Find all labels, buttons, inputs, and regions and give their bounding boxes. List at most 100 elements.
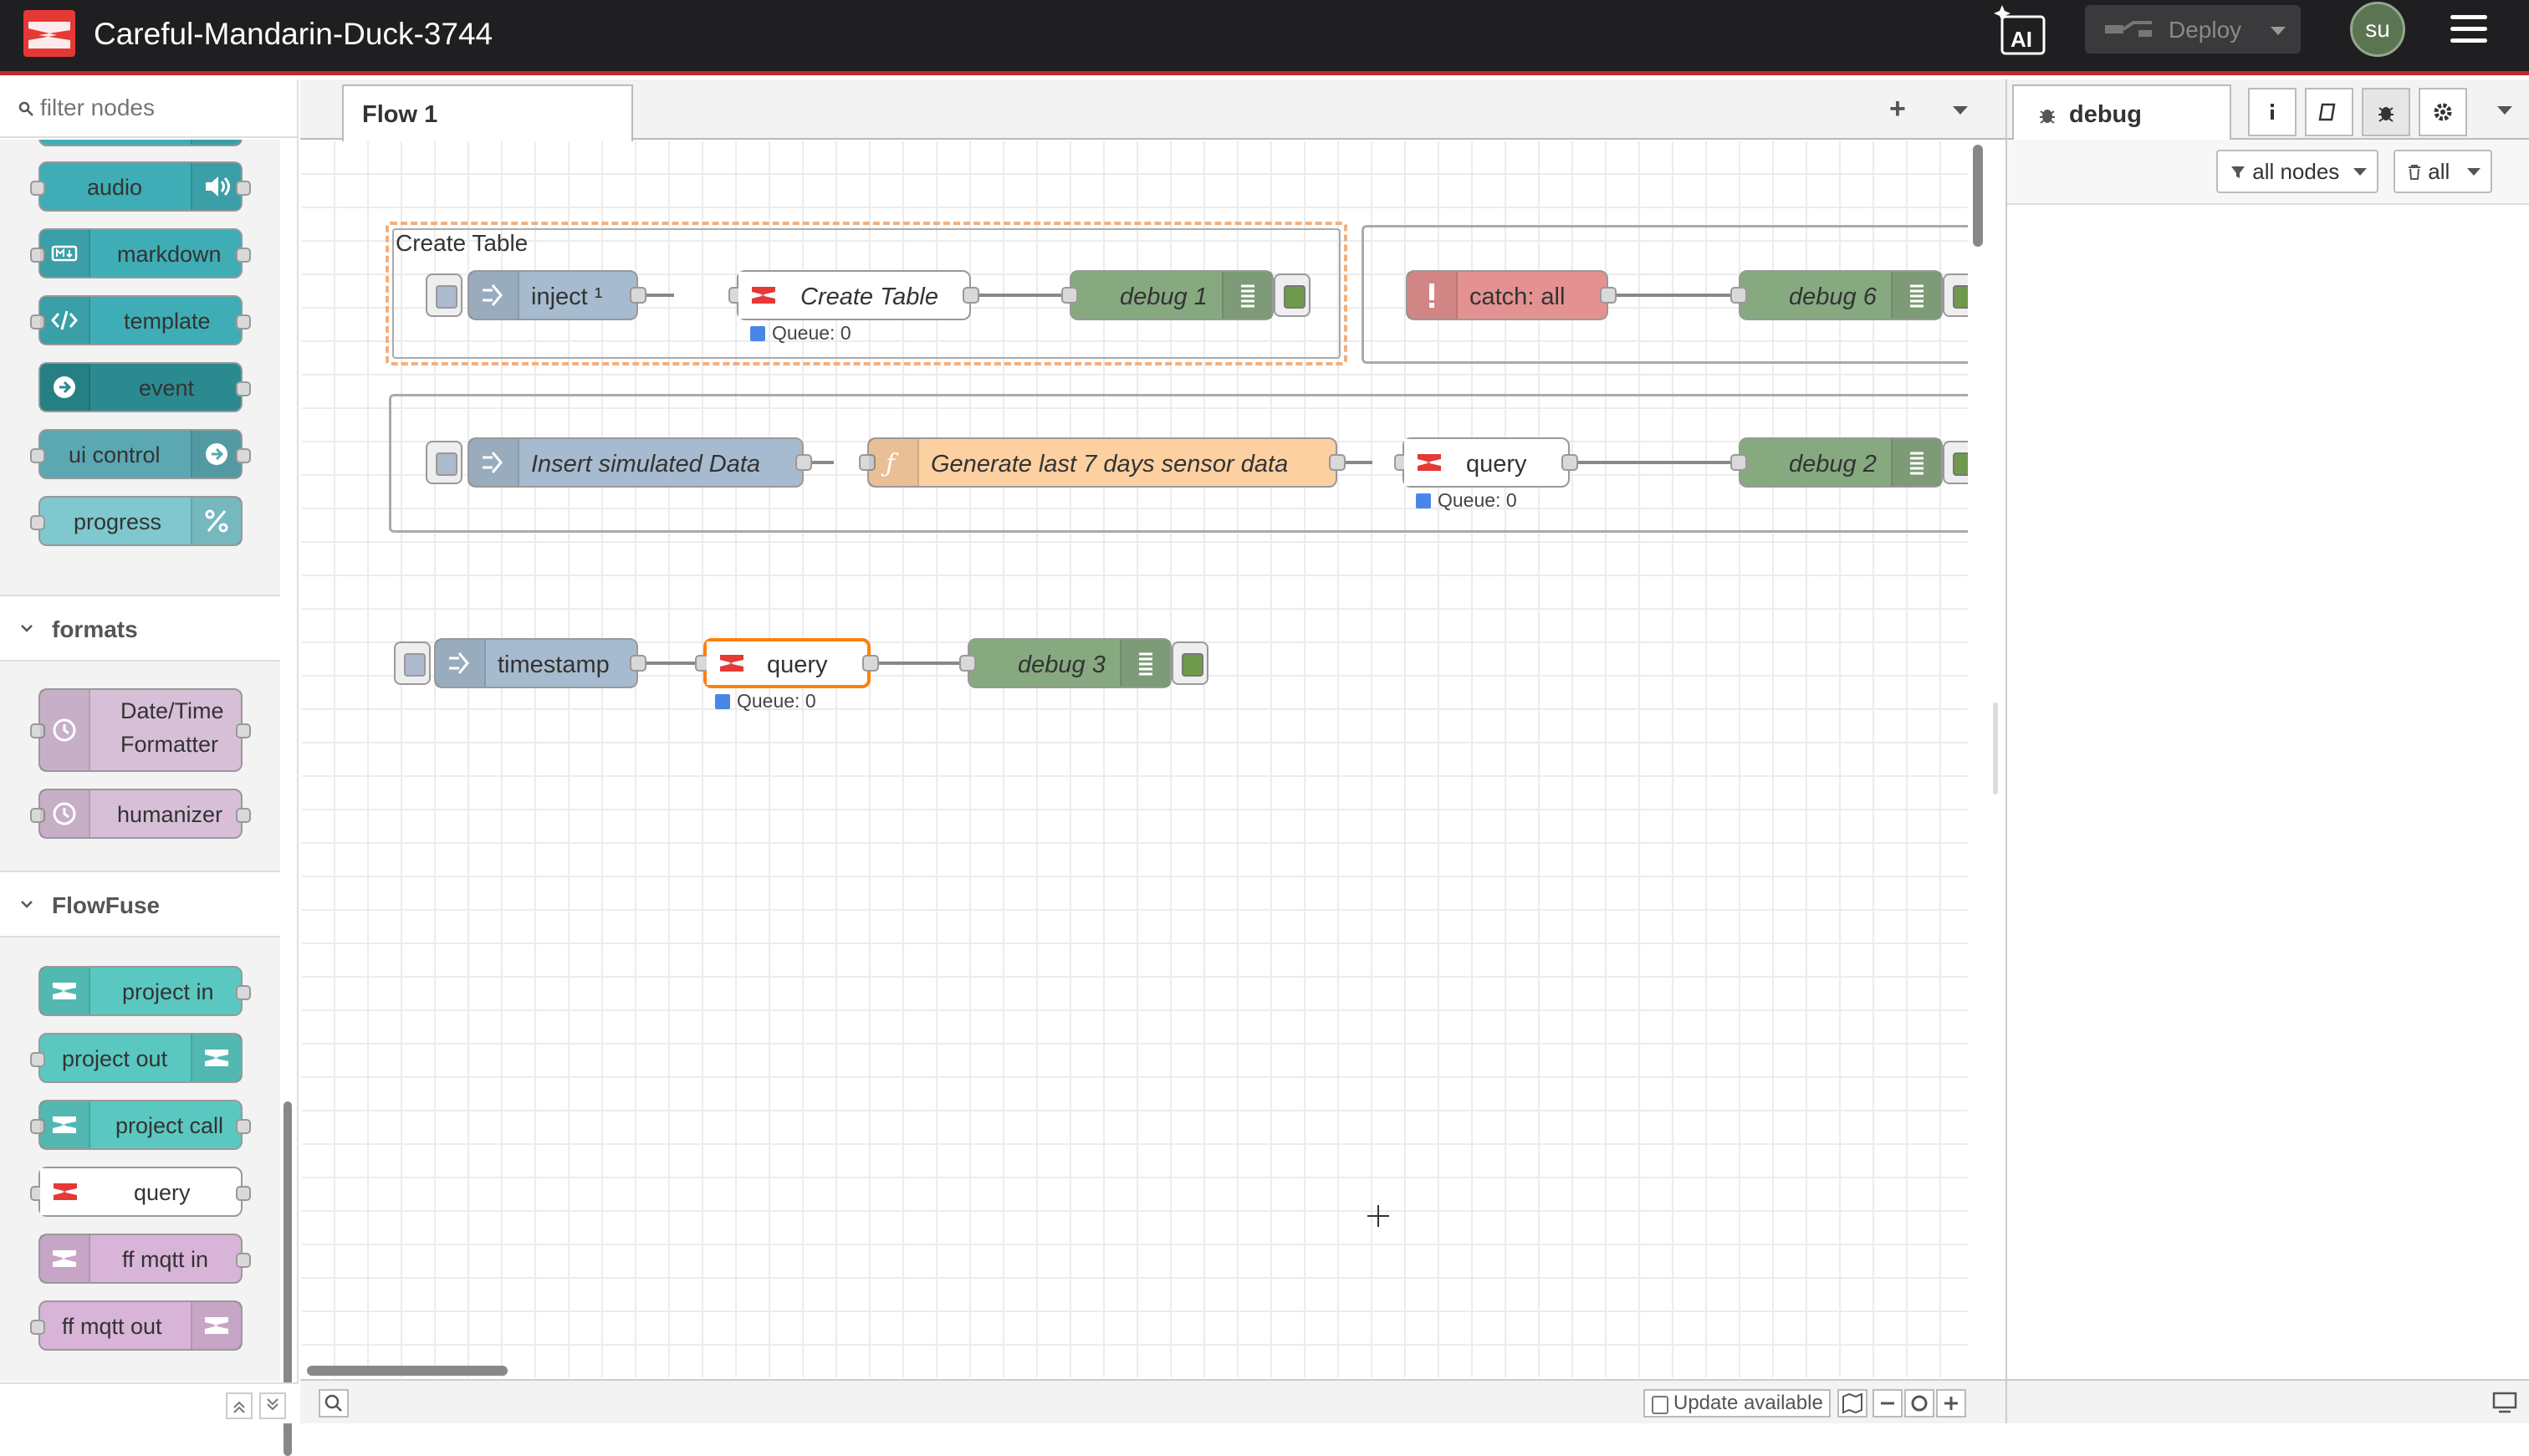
help-book-icon[interactable] xyxy=(2305,88,2353,136)
zoom-reset-button[interactable] xyxy=(1904,1389,1934,1418)
flowfuse-red-icon xyxy=(1404,439,1454,486)
node-catch-all[interactable]: catch: all xyxy=(1406,270,1617,320)
sidebar-resize-handle[interactable] xyxy=(1993,702,1998,794)
palette-filter[interactable] xyxy=(0,79,299,138)
chevron-down-icon xyxy=(21,625,33,632)
clock-icon xyxy=(40,690,90,770)
zoom-out-button[interactable] xyxy=(1872,1389,1903,1418)
canvas-horizontal-scrollbar[interactable] xyxy=(307,1366,508,1376)
insert-data-trigger-button[interactable] xyxy=(426,441,462,484)
filter-nodes-input[interactable] xyxy=(40,89,283,126)
node-insert-simulated-data[interactable]: Insert simulated Data xyxy=(467,437,812,488)
palette-node-query[interactable]: query xyxy=(30,1167,251,1217)
palette-node-project-in[interactable]: project in xyxy=(38,966,251,1016)
workspace-footer: Update available xyxy=(300,1379,2005,1423)
palette-node-progress[interactable]: progress xyxy=(30,496,243,546)
workspace-tabs: Flow 1 + xyxy=(300,79,2005,141)
tab-debug[interactable]: debug xyxy=(2012,84,2231,141)
palette-scrollbar[interactable] xyxy=(284,1101,292,1456)
sidebar-tabs: debug xyxy=(2007,79,2529,141)
notification-icon xyxy=(191,140,241,145)
canvas-vertical-scrollbar[interactable] xyxy=(1973,145,1983,247)
collapse-all-button[interactable] xyxy=(226,1392,253,1419)
node-debug-2[interactable]: debug 2 xyxy=(1730,437,1943,488)
group-create-table[interactable]: Create Table xyxy=(386,222,1347,365)
navigator-map-icon[interactable] xyxy=(1837,1389,1867,1418)
update-available-button[interactable]: Update available xyxy=(1643,1389,1831,1418)
flowfuse-red-icon xyxy=(707,641,757,685)
flowfuse-red-icon xyxy=(738,272,789,319)
palette-node-ff-mqtt-in[interactable]: ff mqtt in xyxy=(38,1234,251,1284)
palette-node-markdown[interactable]: markdown xyxy=(30,228,251,278)
debug-2-toggle[interactable] xyxy=(1943,441,1968,484)
node-debug-6[interactable]: debug 6 xyxy=(1730,270,1943,320)
sidebar-dropdown-icon[interactable] xyxy=(2497,106,2512,115)
palette-node-notification[interactable]: notification xyxy=(38,140,243,146)
tab-flow-1[interactable]: Flow 1 xyxy=(342,84,633,141)
debug-1-toggle[interactable] xyxy=(1274,273,1310,317)
flowfuse-logo-icon xyxy=(23,10,75,57)
monitor-icon[interactable] xyxy=(2492,1391,2517,1414)
inject-trigger-button[interactable] xyxy=(426,273,462,317)
settings-gear-icon[interactable] xyxy=(2419,88,2467,136)
speaker-icon xyxy=(191,163,241,210)
search-flows-button[interactable] xyxy=(319,1389,349,1418)
debug-toolbar: all nodes all xyxy=(2007,140,2529,205)
palette-node-audio[interactable]: audio xyxy=(30,161,251,212)
debug-list-icon xyxy=(1120,640,1170,687)
zoom-in-button[interactable] xyxy=(1936,1389,1966,1418)
debug-list-icon xyxy=(1222,272,1272,319)
node-query-2[interactable]: query xyxy=(1394,437,1578,488)
info-icon[interactable] xyxy=(2248,88,2297,136)
palette-node-project-call[interactable]: project call xyxy=(30,1100,251,1150)
deploy-button[interactable]: Deploy xyxy=(2085,5,2301,54)
flowfuse-icon xyxy=(40,1101,90,1148)
debug-3-toggle[interactable] xyxy=(1172,641,1208,685)
palette-node-template[interactable]: template xyxy=(30,295,251,345)
add-flow-icon[interactable]: + xyxy=(1889,93,1906,125)
header: Careful-Mandarin-Duck-3744 AI Deploy su xyxy=(0,0,2529,75)
node-palette: notification audio markdown template eve… xyxy=(0,79,299,1456)
node-debug-1[interactable]: debug 1 xyxy=(1061,270,1274,320)
ai-assistant-button[interactable]: AI xyxy=(1990,2,2057,59)
debug-6-toggle[interactable] xyxy=(1943,273,1968,317)
category-formats[interactable]: formats xyxy=(0,595,280,662)
clear-messages-dropdown[interactable]: all xyxy=(2394,150,2492,193)
svg-text:ƒ: ƒ xyxy=(881,449,899,477)
palette-list[interactable]: notification audio markdown template eve… xyxy=(0,140,280,1382)
flow-list-dropdown-icon[interactable] xyxy=(1953,106,1968,115)
inject-arrow-icon xyxy=(469,439,519,486)
debug-bug-icon[interactable] xyxy=(2362,88,2410,136)
user-avatar[interactable]: su xyxy=(2350,2,2405,57)
filter-icon xyxy=(2231,166,2245,178)
search-icon xyxy=(18,101,33,116)
expand-all-button[interactable] xyxy=(259,1392,286,1419)
main-menu-icon[interactable] xyxy=(2450,15,2487,45)
palette-node-datetime-formatter[interactable]: Date/Time Formatter xyxy=(30,688,251,772)
code-icon xyxy=(40,297,90,344)
deploy-dropdown-caret[interactable] xyxy=(2271,27,2286,35)
group-simulated-data[interactable] xyxy=(389,394,1968,533)
category-flowfuse[interactable]: FlowFuse xyxy=(0,871,280,937)
node-debug-3[interactable]: debug 3 xyxy=(959,638,1172,688)
timestamp-trigger-button[interactable] xyxy=(394,641,431,685)
node-generate-sensor-data[interactable]: ƒ Generate last 7 days sensor data xyxy=(859,437,1346,488)
ai-icon: AI xyxy=(1994,5,2046,55)
palette-node-ff-mqtt-out[interactable]: ff mqtt out xyxy=(30,1300,243,1351)
palette-node-project-out[interactable]: project out xyxy=(30,1033,243,1083)
palette-node-humanizer[interactable]: humanizer xyxy=(30,789,251,839)
percent-icon xyxy=(191,498,241,544)
palette-node-ui-control[interactable]: ui control xyxy=(30,429,251,479)
node-create-table[interactable]: Create Table xyxy=(728,270,979,320)
node-timestamp[interactable]: timestamp xyxy=(434,638,646,688)
filter-nodes-dropdown[interactable]: all nodes xyxy=(2216,150,2378,193)
palette-node-event[interactable]: event xyxy=(38,362,251,412)
control-arrow-icon xyxy=(191,431,241,478)
debug-list-icon xyxy=(1891,272,1941,319)
group-error-handling[interactable] xyxy=(1362,225,1968,364)
flow-canvas[interactable]: Create Table inject ¹ Create Table Queue… xyxy=(302,141,1968,1377)
node-query-3[interactable]: query xyxy=(695,638,879,688)
node-inject[interactable]: inject ¹ xyxy=(467,270,646,320)
flowfuse-icon xyxy=(191,1302,241,1349)
deploy-label: Deploy xyxy=(2169,17,2242,43)
